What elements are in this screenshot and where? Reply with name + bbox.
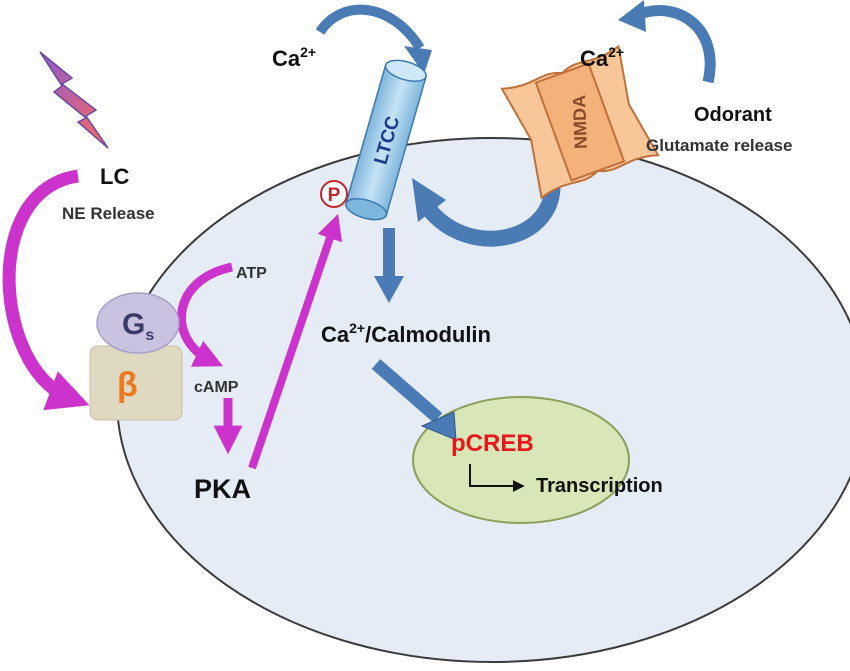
- glutamate-release-label: Glutamate release: [646, 136, 792, 155]
- phospho-marker: [320, 180, 348, 208]
- pcreb-label: pCREB: [451, 430, 534, 457]
- calmodulin-label: Ca2+/Calmodulin: [321, 320, 491, 347]
- lc-label: LC: [100, 164, 129, 189]
- nmda-receptor: NMDA: [500, 44, 660, 200]
- ltcc-to-calmodulin-arrowhead: [374, 276, 404, 303]
- ltcc-channel: LTCC: [345, 59, 427, 221]
- ltcc-to-calmodulin-arrow-shaft: [383, 228, 395, 278]
- transcription-arrow: [469, 464, 525, 492]
- nmda-to-ltcc-arrow: [421, 176, 561, 247]
- odorant-label: Odorant: [694, 104, 772, 126]
- transcription-label: Transcription: [536, 475, 663, 497]
- camp-label: cAMP: [194, 379, 239, 396]
- calmodulin-to-pcreb-arrowhead: [420, 411, 457, 441]
- phospho-label: P: [328, 185, 341, 206]
- atp-label: ATP: [236, 265, 267, 282]
- nmda-label: NMDA: [569, 95, 591, 150]
- ca-label-left: Ca2+: [272, 44, 316, 71]
- lc-to-beta-arrow: [2, 169, 90, 411]
- ca-label-right: Ca2+: [580, 44, 624, 71]
- ca-influx-arrowhead-left: [404, 46, 432, 74]
- nmda-to-ltcc-arrowhead: [412, 178, 446, 222]
- beta-label: β: [117, 366, 138, 404]
- ca-influx-arrowhead-right: [618, 0, 646, 32]
- pka-label: PKA: [194, 474, 251, 504]
- atp-to-camp-arrow: [177, 262, 234, 367]
- pka-to-ltcc-arrow: [248, 213, 343, 470]
- ca-influx-arrow-left: [315, 4, 425, 51]
- ca-influx-arrow-right: [638, 5, 716, 84]
- ne-release-label: NE Release: [62, 204, 155, 223]
- lightning-icon: [39, 51, 109, 149]
- gs-label: Gs: [122, 308, 154, 344]
- calmodulin-to-pcreb-arrow: [371, 359, 443, 423]
- nucleus: [412, 396, 630, 524]
- gs-protein: [96, 292, 180, 354]
